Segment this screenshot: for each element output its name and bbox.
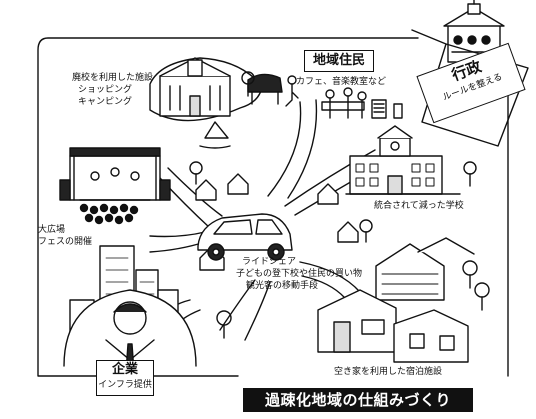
caption-line: 大広場 (38, 225, 66, 235)
caption-line: ショッピング (78, 85, 133, 95)
abandoned-school-drawing (149, 57, 263, 149)
guesthouse-drawing (317, 237, 475, 363)
chiiki-title-box: 地域住民 (304, 50, 374, 72)
road-to-cafe (267, 99, 318, 199)
caption-line: フェスの開催 (38, 237, 93, 247)
festival-caption: 大広場 フェスの開催 (38, 224, 92, 248)
kigyo-title: 企業 (111, 362, 138, 377)
caption-line: ライドシェア (242, 257, 297, 267)
rideshare-car-drawing (197, 213, 293, 261)
diagram-title-banner: 過疎化地域の仕組みづくり (243, 388, 473, 412)
cafe-drawing (247, 73, 403, 119)
road-festival (149, 231, 206, 253)
merged-school-caption: 統合されて減った学校 (374, 201, 464, 211)
merged-school-drawing (345, 125, 477, 195)
rideshare-caption: ライドシェア 子どもの登下校や住民の買い物 観光客の移動手段 (236, 256, 362, 292)
caption-line: キャンピング (78, 97, 133, 107)
chiiki-subtitle: カフェ、音楽教室など (296, 77, 387, 87)
caption-line: 子どもの登下校や住民の買い物 (236, 269, 363, 279)
businessman-drawing (63, 289, 197, 373)
vacant-house-caption: 空き家を利用した宿泊施設 (334, 367, 443, 377)
abandoned-school-caption: 廃校を利用した施設 ショッピング キャンピング (72, 72, 153, 108)
caption-line: 廃校を利用した施設 (72, 73, 154, 83)
trees-drawing (189, 71, 490, 339)
frame-border (37, 37, 509, 377)
caption-line: 観光客の移動手段 (246, 281, 319, 291)
kigyo-subtitle: インフラ提供 (98, 380, 152, 390)
festival-stage-drawing (59, 147, 171, 225)
kigyo-box: 企業 インフラ提供 (96, 360, 154, 396)
road-east (299, 261, 361, 299)
